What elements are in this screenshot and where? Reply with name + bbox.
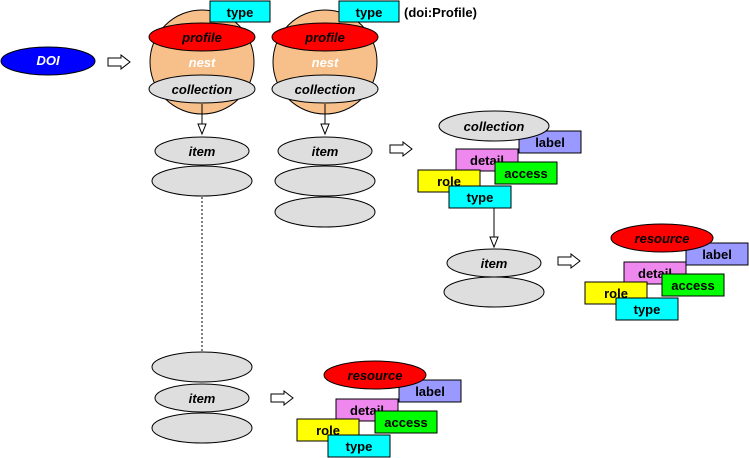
collection-label: collection (172, 82, 233, 97)
profile-label: profile (304, 30, 345, 45)
profile-ellipse[interactable] (271, 22, 379, 52)
access-box[interactable] (374, 410, 438, 434)
item-ellipse[interactable] (277, 136, 373, 166)
item-ellipse-blank[interactable] (151, 351, 253, 383)
access-text: access (504, 166, 547, 181)
label-text: label (702, 247, 732, 262)
connector-icon (320, 123, 330, 135)
role-text: role (437, 174, 461, 189)
label-box[interactable] (398, 379, 462, 403)
arrow-icon (557, 253, 581, 269)
item-label: item (481, 256, 508, 271)
access-text: access (384, 415, 427, 430)
item-label: item (312, 144, 339, 159)
type-box[interactable] (338, 0, 400, 23)
resource-label: resource (348, 368, 403, 383)
doi-ellipse (0, 46, 96, 76)
type-label: type (227, 5, 254, 20)
item-label: item (189, 144, 216, 159)
item-ellipse-blank[interactable] (274, 196, 376, 228)
item-ellipse-blank[interactable] (443, 276, 545, 308)
profile-label: profile (181, 30, 222, 45)
item-label: item (189, 391, 216, 406)
resource-group-bottom[interactable]: label resource detail access role type (296, 360, 462, 458)
type-box[interactable] (327, 434, 391, 458)
access-text: access (671, 278, 714, 293)
profile-ellipse[interactable] (148, 22, 256, 52)
access-box[interactable] (661, 273, 725, 297)
item-stack-3[interactable]: item (443, 248, 545, 308)
role-text: role (316, 423, 340, 438)
item-stack-2[interactable]: item (274, 136, 376, 228)
access-box[interactable] (494, 161, 558, 185)
resource-label: resource (635, 231, 690, 246)
type-box[interactable] (448, 185, 512, 209)
arrow-icon (389, 141, 413, 157)
arrow-icon (107, 54, 131, 70)
arrow-icon (270, 390, 294, 406)
item-ellipse-blank[interactable] (151, 165, 253, 197)
profile-group-2[interactable]: type (doi:Profile) profile nest collecti… (271, 0, 477, 115)
collection-label: collection (295, 82, 356, 97)
collection-ellipse[interactable] (438, 110, 550, 142)
label-box[interactable] (685, 242, 749, 266)
collection-ellipse[interactable] (271, 74, 379, 104)
label-text: label (415, 384, 445, 399)
item-ellipse-blank[interactable] (151, 412, 253, 444)
collection-ellipse[interactable] (148, 74, 256, 104)
resource-ellipse[interactable] (610, 223, 714, 253)
connector-icon (197, 123, 207, 135)
item-stack-bottom[interactable]: item (151, 351, 253, 444)
item-stack-1[interactable]: item (151, 136, 253, 197)
type-text: type (346, 439, 373, 454)
profile-group-1[interactable]: type profile nest collection (148, 0, 271, 115)
doi-profile-label: (doi:Profile) (404, 5, 477, 20)
resource-ellipse[interactable] (323, 360, 427, 390)
type-text: type (634, 302, 661, 317)
nest-label: nest (312, 55, 339, 70)
nest-label: nest (189, 55, 216, 70)
item-ellipse[interactable] (154, 383, 250, 413)
type-text: type (467, 190, 494, 205)
label-text: label (535, 135, 565, 150)
collection-detail-group[interactable]: label collection detail access role type (417, 110, 582, 209)
doi-label: DOI (36, 53, 60, 68)
connector-icon (489, 236, 499, 248)
role-text: role (604, 286, 628, 301)
type-label: type (356, 5, 383, 20)
collection-label: collection (464, 119, 525, 134)
doi-node[interactable]: DOI (0, 46, 96, 76)
item-ellipse-blank[interactable] (274, 165, 376, 197)
item-ellipse[interactable] (154, 136, 250, 166)
type-box[interactable] (615, 297, 679, 321)
type-box[interactable] (209, 0, 271, 23)
resource-group-right[interactable]: label resource detail access role type (584, 223, 749, 321)
